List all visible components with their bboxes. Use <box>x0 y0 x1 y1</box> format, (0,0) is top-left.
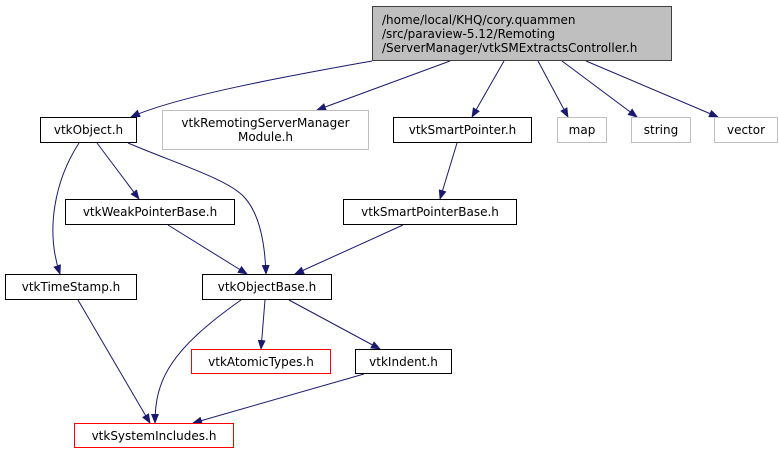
edge-vtkObject-to-vtkTimeStamp <box>52 142 80 275</box>
edge-vtkTimeStamp-to-vtkSystemIncludes <box>77 299 151 424</box>
edge-vtkWeakPointerBase-to-vtkObjectBase <box>167 224 248 275</box>
node-vtkObjectBase[interactable]: vtkObjectBase.h <box>202 274 332 300</box>
node-vtkTimeStamp[interactable]: vtkTimeStamp.h <box>5 274 137 300</box>
node-string: string <box>631 117 691 143</box>
edge-vtkSmartPointer-to-vtkSmartPointerBase <box>438 142 458 200</box>
edge-root-to-vtkSmartPointer <box>471 60 505 118</box>
edge-root-to-vtkObject <box>130 60 373 118</box>
node-vtkSmartPointer[interactable]: vtkSmartPointer.h <box>393 117 532 143</box>
node-vtkSmartPointerBase[interactable]: vtkSmartPointerBase.h <box>343 199 517 225</box>
edge-root-to-remotingModule <box>316 60 451 111</box>
edge-root-to-string <box>561 60 638 118</box>
node-label: vtkObject.h <box>53 123 124 137</box>
edge-vtkSmartPointerBase-to-vtkObjectBase <box>294 224 404 275</box>
node-label: vector <box>726 123 766 137</box>
edge-root-to-vector <box>585 60 719 118</box>
node-vtkIndent[interactable]: vtkIndent.h <box>355 349 452 374</box>
node-label: vtkRemotingServerManager <box>181 116 350 130</box>
node-label: /src/paraview-5.12/Remoting <box>382 26 556 41</box>
node-label: vtkWeakPointerBase.h <box>82 205 218 219</box>
edge-vtkObjectBase-to-vtkAtomicTypes <box>257 299 266 350</box>
edge-vtkObject-to-vtkWeakPointerBase <box>96 142 140 200</box>
node-vtkAtomicTypes[interactable]: vtkAtomicTypes.h <box>191 349 331 374</box>
node-label: /home/local/KHQ/cory.quammen <box>382 12 576 27</box>
node-label: string <box>643 123 679 137</box>
node-label: /ServerManager/vtkSMExtractsController.h <box>382 40 638 55</box>
node-label: vtkIndent.h <box>369 354 438 369</box>
node-map: map <box>557 117 607 143</box>
node-vector: vector <box>714 117 778 143</box>
node-root[interactable]: /home/local/KHQ/cory.quammen/src/paravie… <box>372 6 672 61</box>
node-vtkWeakPointerBase[interactable]: vtkWeakPointerBase.h <box>65 199 235 225</box>
edge-vtkObjectBase-to-vtkIndent <box>288 299 381 350</box>
node-label: vtkObjectBase.h <box>217 280 317 294</box>
edge-vtkIndent-to-vtkSystemIncludes <box>192 373 365 425</box>
node-label: vtkSmartPointerBase.h <box>361 205 499 219</box>
node-label: vtkAtomicTypes.h <box>208 354 314 369</box>
edge-root-to-map <box>537 60 569 118</box>
node-vtkObject[interactable]: vtkObject.h <box>40 117 137 143</box>
node-vtkSystemIncludes[interactable]: vtkSystemIncludes.h <box>74 423 234 448</box>
node-label: map <box>568 123 596 137</box>
edge-vtkObject-to-vtkObjectBase <box>127 142 270 275</box>
edge-vtkObjectBase-to-vtkSystemIncludes <box>151 299 242 424</box>
node-label: vtkSystemIncludes.h <box>91 428 217 443</box>
node-label: vtkSmartPointer.h <box>408 123 517 137</box>
node-label: vtkTimeStamp.h <box>21 280 121 294</box>
node-label: Module.h <box>237 130 294 144</box>
